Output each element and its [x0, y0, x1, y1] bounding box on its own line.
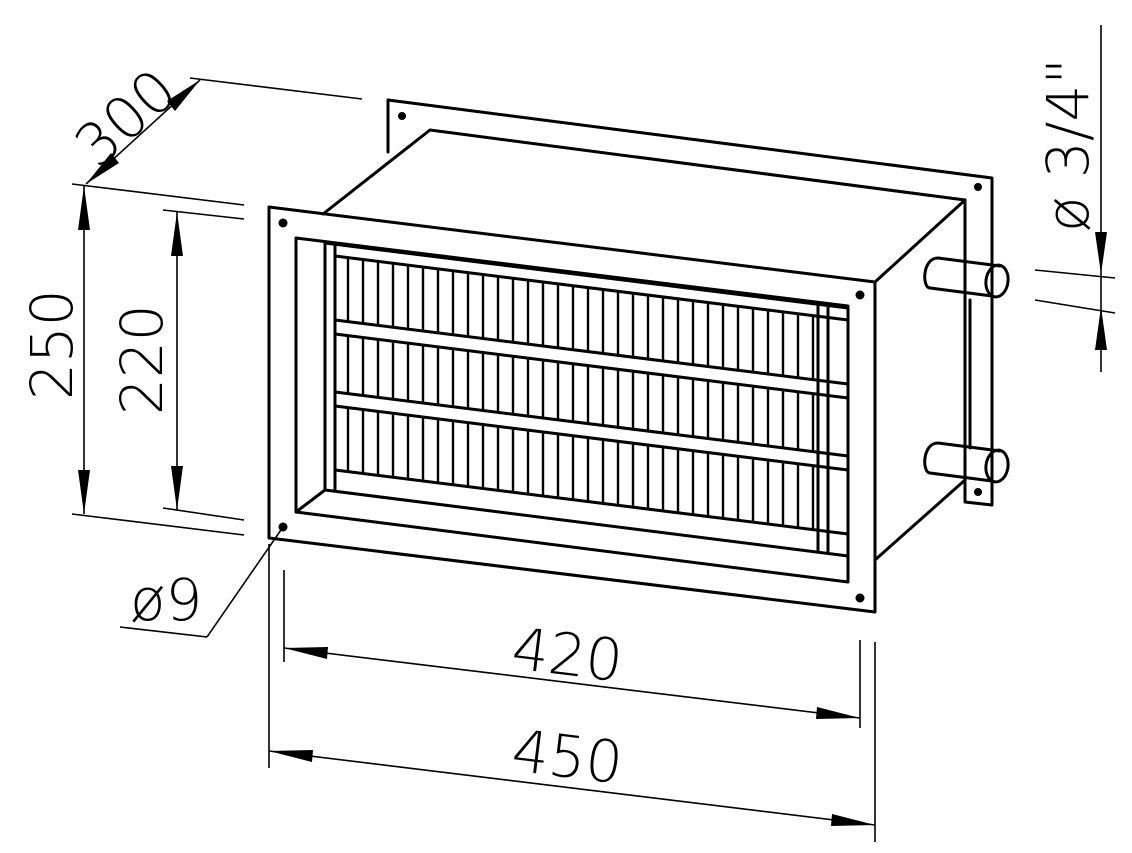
coil-fins: [346, 257, 815, 530]
dimension-hole-diameter: ø9: [119, 526, 284, 638]
dimension-inner-width: 420: [283, 570, 861, 728]
dimension-inner-height: 220: [108, 209, 245, 521]
duct-body: [321, 128, 967, 562]
dimension-depth: 300: [62, 56, 363, 206]
mounting-hole-icon: [855, 593, 865, 603]
inner-width-label: 420: [508, 614, 626, 695]
upper-pipe: [923, 256, 1010, 299]
depth-label: 300: [62, 56, 190, 181]
inner-height-label: 220: [108, 304, 176, 415]
outer-width-label: 450: [508, 716, 626, 797]
outer-height-label: 250: [18, 289, 86, 400]
dimension-pipe-diameter: ø 3/4": [1034, 25, 1116, 372]
connection-pipes: [923, 256, 1010, 484]
pipe-diameter-label: ø 3/4": [1034, 58, 1102, 232]
mounting-hole-icon: [398, 112, 406, 120]
mounting-hole-icon: [855, 290, 865, 300]
mounting-hole-icon: [278, 218, 288, 228]
heater-coil: [323, 241, 850, 558]
hole-diameter-label: ø9: [130, 566, 202, 634]
dimension-outer-width: 450: [268, 544, 876, 842]
mounting-hole-icon: [974, 488, 982, 496]
dimension-outer-height: 250: [18, 186, 245, 536]
lower-pipe: [923, 441, 1010, 484]
mounting-hole-icon: [974, 183, 982, 191]
back-flange: [386, 98, 994, 507]
